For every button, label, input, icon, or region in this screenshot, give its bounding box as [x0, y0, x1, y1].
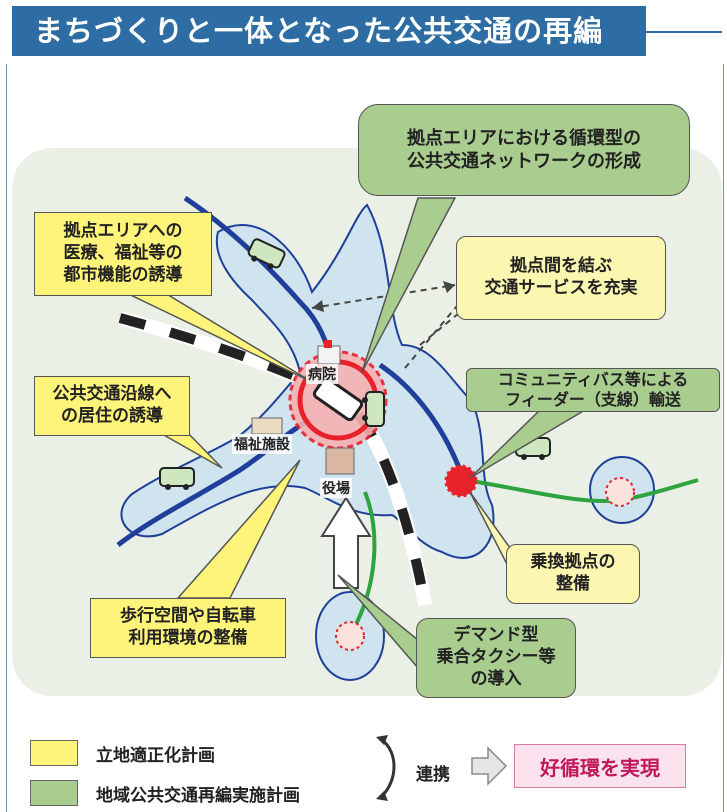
- connection-arrowhead-left: [312, 300, 324, 312]
- legend-label-transport-plan: 地域公共交通再編実施計画: [96, 786, 300, 806]
- result-badge: 好循環を実現: [514, 744, 686, 788]
- town-office-icon: [325, 447, 355, 475]
- east-stop: [605, 477, 635, 507]
- cycle-arrow-icon: [380, 738, 396, 798]
- main-road-dash: [118, 313, 430, 606]
- callout-transfer-hub: 乗換拠点の 整備: [506, 544, 640, 604]
- legend-swatch-transport-plan: [30, 780, 78, 806]
- link-label: 連携: [416, 765, 450, 785]
- bus-icon-center: [362, 391, 385, 427]
- feeder-line-south: [350, 491, 377, 633]
- callout-urban-function: 拠点エリアへの 医療、福祉等の 都市機能の誘導: [34, 212, 212, 296]
- inflow-arrow: [320, 496, 372, 589]
- south-stop: [335, 621, 365, 651]
- hospital-cross-icon: [324, 340, 332, 348]
- bus-icon-north: [247, 238, 286, 270]
- rail-line-west: [116, 417, 312, 547]
- cycle-arrowhead-top-icon: [376, 735, 388, 745]
- result-arrow-icon: [471, 746, 508, 786]
- content-frame: [6, 64, 724, 812]
- page-title: まちづくりと一体となった公共交通の再編: [12, 6, 646, 56]
- callout-loop-network: 拠点エリアにおける循環型の 公共交通ネットワークの形成: [358, 104, 690, 196]
- legend-label-location-plan: 立地適正化計画: [96, 746, 215, 766]
- tail-loop-network: [361, 197, 457, 373]
- legend-swatch-location-plan: [30, 740, 78, 766]
- rail-line-east: [378, 362, 463, 471]
- welfare-facility-label: 福祉施設: [232, 434, 292, 454]
- title-rule: [640, 31, 722, 33]
- callout-connect-hubs: 拠点間を結ぶ 交通サービスを充実: [456, 236, 666, 320]
- connection-arrowhead-right: [443, 281, 455, 293]
- callout-demand-taxi: デマンド型 乗合タクシー等 の導入: [416, 618, 576, 698]
- town-office-label: 役場: [320, 478, 352, 498]
- bus-icon-west: [159, 467, 195, 490]
- central-station: [312, 376, 364, 422]
- cycle-arrowhead-bottom-icon: [376, 791, 388, 801]
- callout-residence: 公共交通沿線へ の居住の誘導: [34, 376, 190, 436]
- callout-walking: 歩行空間や自転車 利用環境の整備: [90, 598, 286, 658]
- transfer-hub-east: [444, 464, 478, 498]
- callout-feeder: コミュニティバス等による フィーダー（支線）輸送: [466, 368, 720, 412]
- hospital-label: 病院: [306, 364, 338, 384]
